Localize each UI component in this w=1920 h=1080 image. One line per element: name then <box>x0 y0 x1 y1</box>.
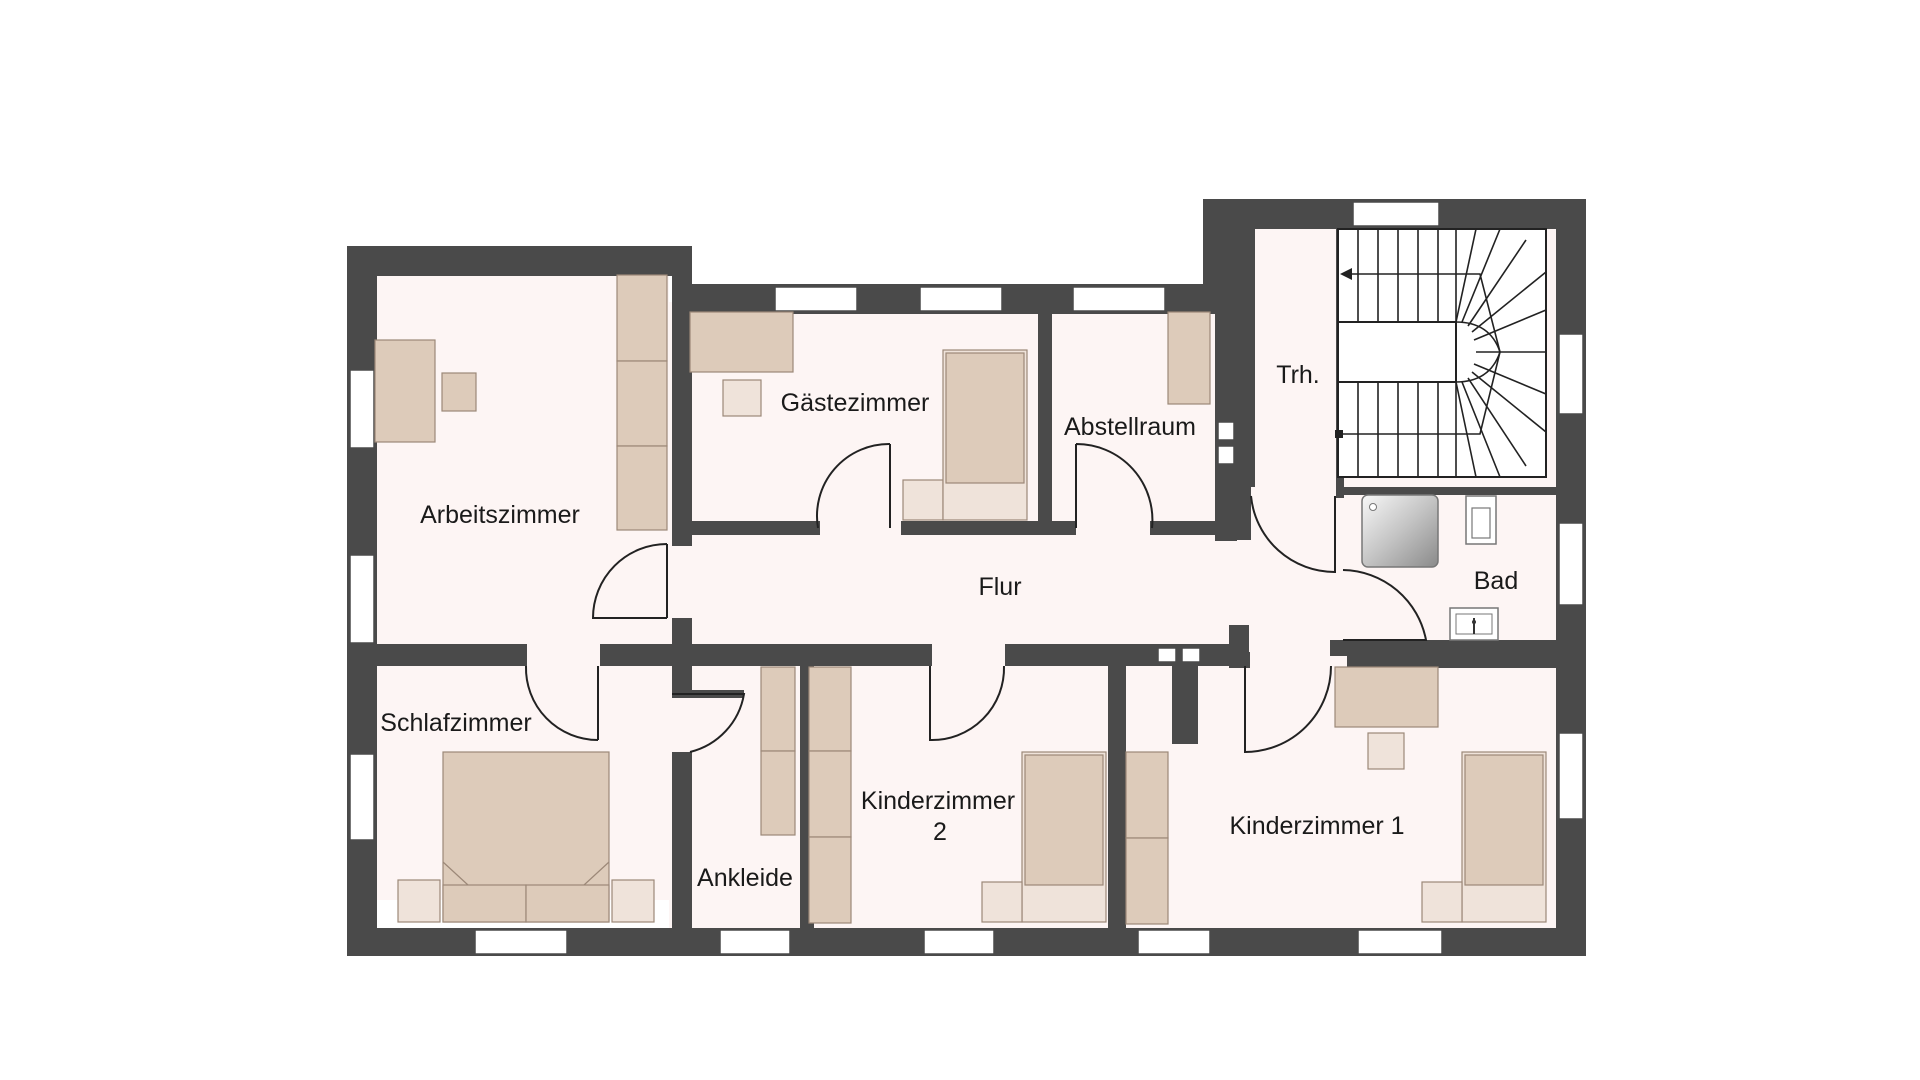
door-abstellraum <box>1075 442 1154 529</box>
label-kinderzimmer2-line1: Kinderzimmer <box>861 787 1015 815</box>
wardrobe-kinderzimmer2-2 <box>808 750 852 838</box>
label-gaestezimmer: Gästezimmer <box>781 389 930 417</box>
room-labels: Arbeitszimmer Gästezimmer Abstellraum Tr… <box>380 361 1518 892</box>
walking-line <box>1340 273 1501 435</box>
door-schlafzimmer <box>524 665 599 741</box>
wardrobe-kinderzimmer1-2 <box>1125 837 1169 925</box>
wardrobe-arbeitszimmer-2 <box>616 360 668 447</box>
wardrobe-ankleide-2 <box>760 750 796 836</box>
label-abstellraum: Abstellraum <box>1064 413 1196 441</box>
label-treppenhaus: Trh. <box>1276 361 1320 389</box>
windows <box>349 201 1584 955</box>
wardrobe-arbeitszimmer-3 <box>616 445 668 531</box>
furniture <box>374 274 1547 925</box>
nightstand-kinderzimmer1 <box>1421 881 1463 923</box>
chair-kinderzimmer1 <box>1367 732 1405 770</box>
chair-arbeitszimmer <box>441 372 477 412</box>
bed-mattress-gaestezimmer <box>945 352 1025 484</box>
chair-gaestezimmer <box>722 379 762 417</box>
nightstand-kinderzimmer2 <box>981 881 1023 923</box>
shower-drain-icon <box>1369 503 1377 511</box>
pillow-left <box>442 884 527 923</box>
wardrobe-ankleide-1 <box>760 666 796 752</box>
door-bad <box>1342 569 1428 641</box>
shelf-abstellraum <box>1167 311 1211 405</box>
stair-arrow-icon <box>1340 268 1352 280</box>
label-arbeitszimmer: Arbeitszimmer <box>420 501 580 529</box>
wardrobe-kinderzimmer2-3 <box>808 836 852 924</box>
label-schlafzimmer: Schlafzimmer <box>380 709 531 737</box>
staircase <box>1335 228 1547 478</box>
door-kinderzimmer1 <box>1244 665 1332 754</box>
bed-mattress-kinderzimmer2 <box>1024 754 1104 886</box>
door-ankleide <box>672 693 746 753</box>
shower-tray <box>1361 494 1439 568</box>
toilet-bowl <box>1471 507 1491 539</box>
door-kinderzimmer2 <box>929 665 1006 742</box>
desk-gaestezimmer <box>689 311 794 373</box>
door-gaestezimmer <box>816 442 891 529</box>
desk-arbeitszimmer <box>374 339 436 443</box>
stair-start-marker <box>1335 430 1343 438</box>
door-arbeitszimmer <box>591 543 668 619</box>
nightstand-left <box>397 879 441 923</box>
label-kinderzimmer1: Kinderzimmer 1 <box>1229 812 1404 840</box>
nightstand-right <box>611 879 655 923</box>
nightstand-gaestezimmer <box>902 479 944 521</box>
doors <box>524 442 1428 754</box>
wardrobe-kinderzimmer1-1 <box>1125 751 1169 839</box>
desk-kinderzimmer1 <box>1334 666 1439 728</box>
label-bad: Bad <box>1474 567 1518 595</box>
bed-mattress-kinderzimmer1 <box>1464 754 1544 886</box>
label-flur: Flur <box>978 573 1021 601</box>
label-kinderzimmer2-line2: 2 <box>933 818 947 846</box>
label-ankleide: Ankleide <box>697 864 793 892</box>
door-treppenhaus <box>1250 495 1336 574</box>
wardrobe-kinderzimmer2-1 <box>808 666 852 752</box>
wardrobe-arbeitszimmer-1 <box>616 274 668 362</box>
pillow-right <box>525 884 610 923</box>
